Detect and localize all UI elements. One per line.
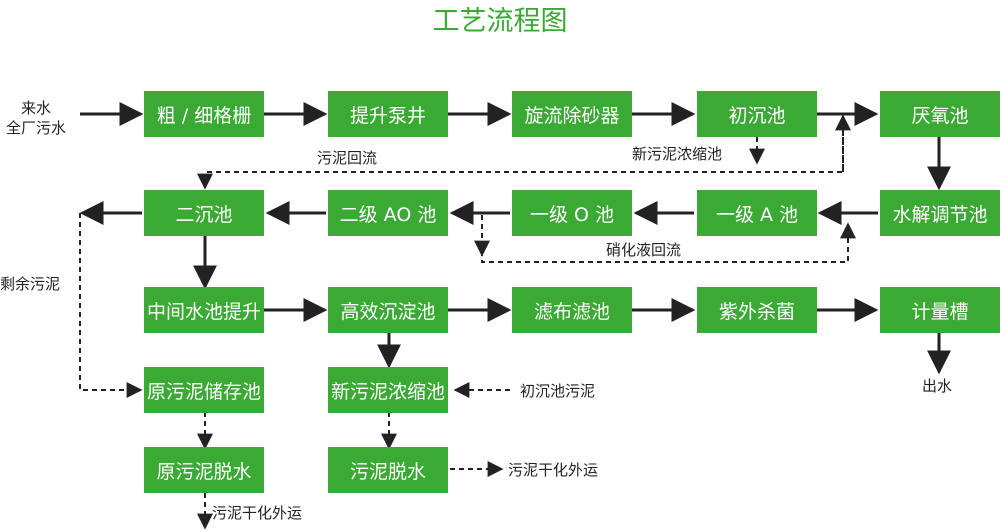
label-nitrate-return: 硝化液回流: [606, 241, 682, 259]
label-inlet-line1: 来水: [20, 99, 51, 117]
box-raw-sludge-storage: 原污泥储存池: [144, 367, 264, 413]
box-sludge-dewatering: 污泥脱水: [328, 447, 448, 493]
box-anaerobic-tank: 厌氧池: [880, 91, 1000, 137]
box-high-eff-sedimentation: 高效沉淀池: [328, 287, 448, 333]
box-raw-sludge-dewatering: 原污泥脱水: [144, 447, 264, 493]
box-uv-disinfection: 紫外杀菌: [697, 287, 817, 333]
box-filter-cloth: 滤布滤池: [512, 287, 632, 333]
label-inlet-line2: 全厂污水: [5, 119, 66, 137]
diagram-title: 工艺流程图: [432, 6, 568, 37]
box-middle-water-lift: 中间水池提升: [144, 287, 264, 333]
box-coarse-fine-screen: 粗 / 细格栅: [144, 91, 264, 137]
box-secondary-ao-tank: 二级 AO 池: [328, 190, 448, 236]
label-sludge-dry-out-1: 污泥干化外运: [212, 504, 303, 522]
label-primary-sludge: 初沉池污泥: [520, 382, 596, 400]
box-new-sludge-thickening: 新污泥浓缩池: [328, 367, 448, 413]
excess-sludge-line: [79, 213, 143, 398]
box-hydrolysis-tank: 水解调节池: [880, 190, 1000, 236]
box-primary-a-tank: 一级 A 池: [697, 190, 817, 236]
label-new-sludge-thickening-note: 新污泥浓缩池: [632, 145, 723, 163]
box-primary-o-tank: 一级 O 池: [512, 190, 632, 236]
label-sludge-return: 污泥回流: [317, 149, 378, 167]
label-excess-sludge: 剩余污泥: [0, 275, 61, 293]
box-lift-pump-well: 提升泵井: [328, 91, 448, 137]
sludge-return-line: [197, 128, 844, 190]
box-vortex-grit-chamber: 旋流除砂器: [512, 91, 632, 137]
box-metering-tank: 计量槽: [880, 287, 1000, 333]
label-outlet: 出水: [922, 377, 953, 395]
box-primary-sedimentation: 初沉池: [697, 91, 817, 137]
box-secondary-clarifier: 二沉池: [144, 190, 264, 236]
label-sludge-dry-out-2: 污泥干化外运: [508, 461, 599, 479]
nitrate-return-line: [481, 215, 856, 263]
